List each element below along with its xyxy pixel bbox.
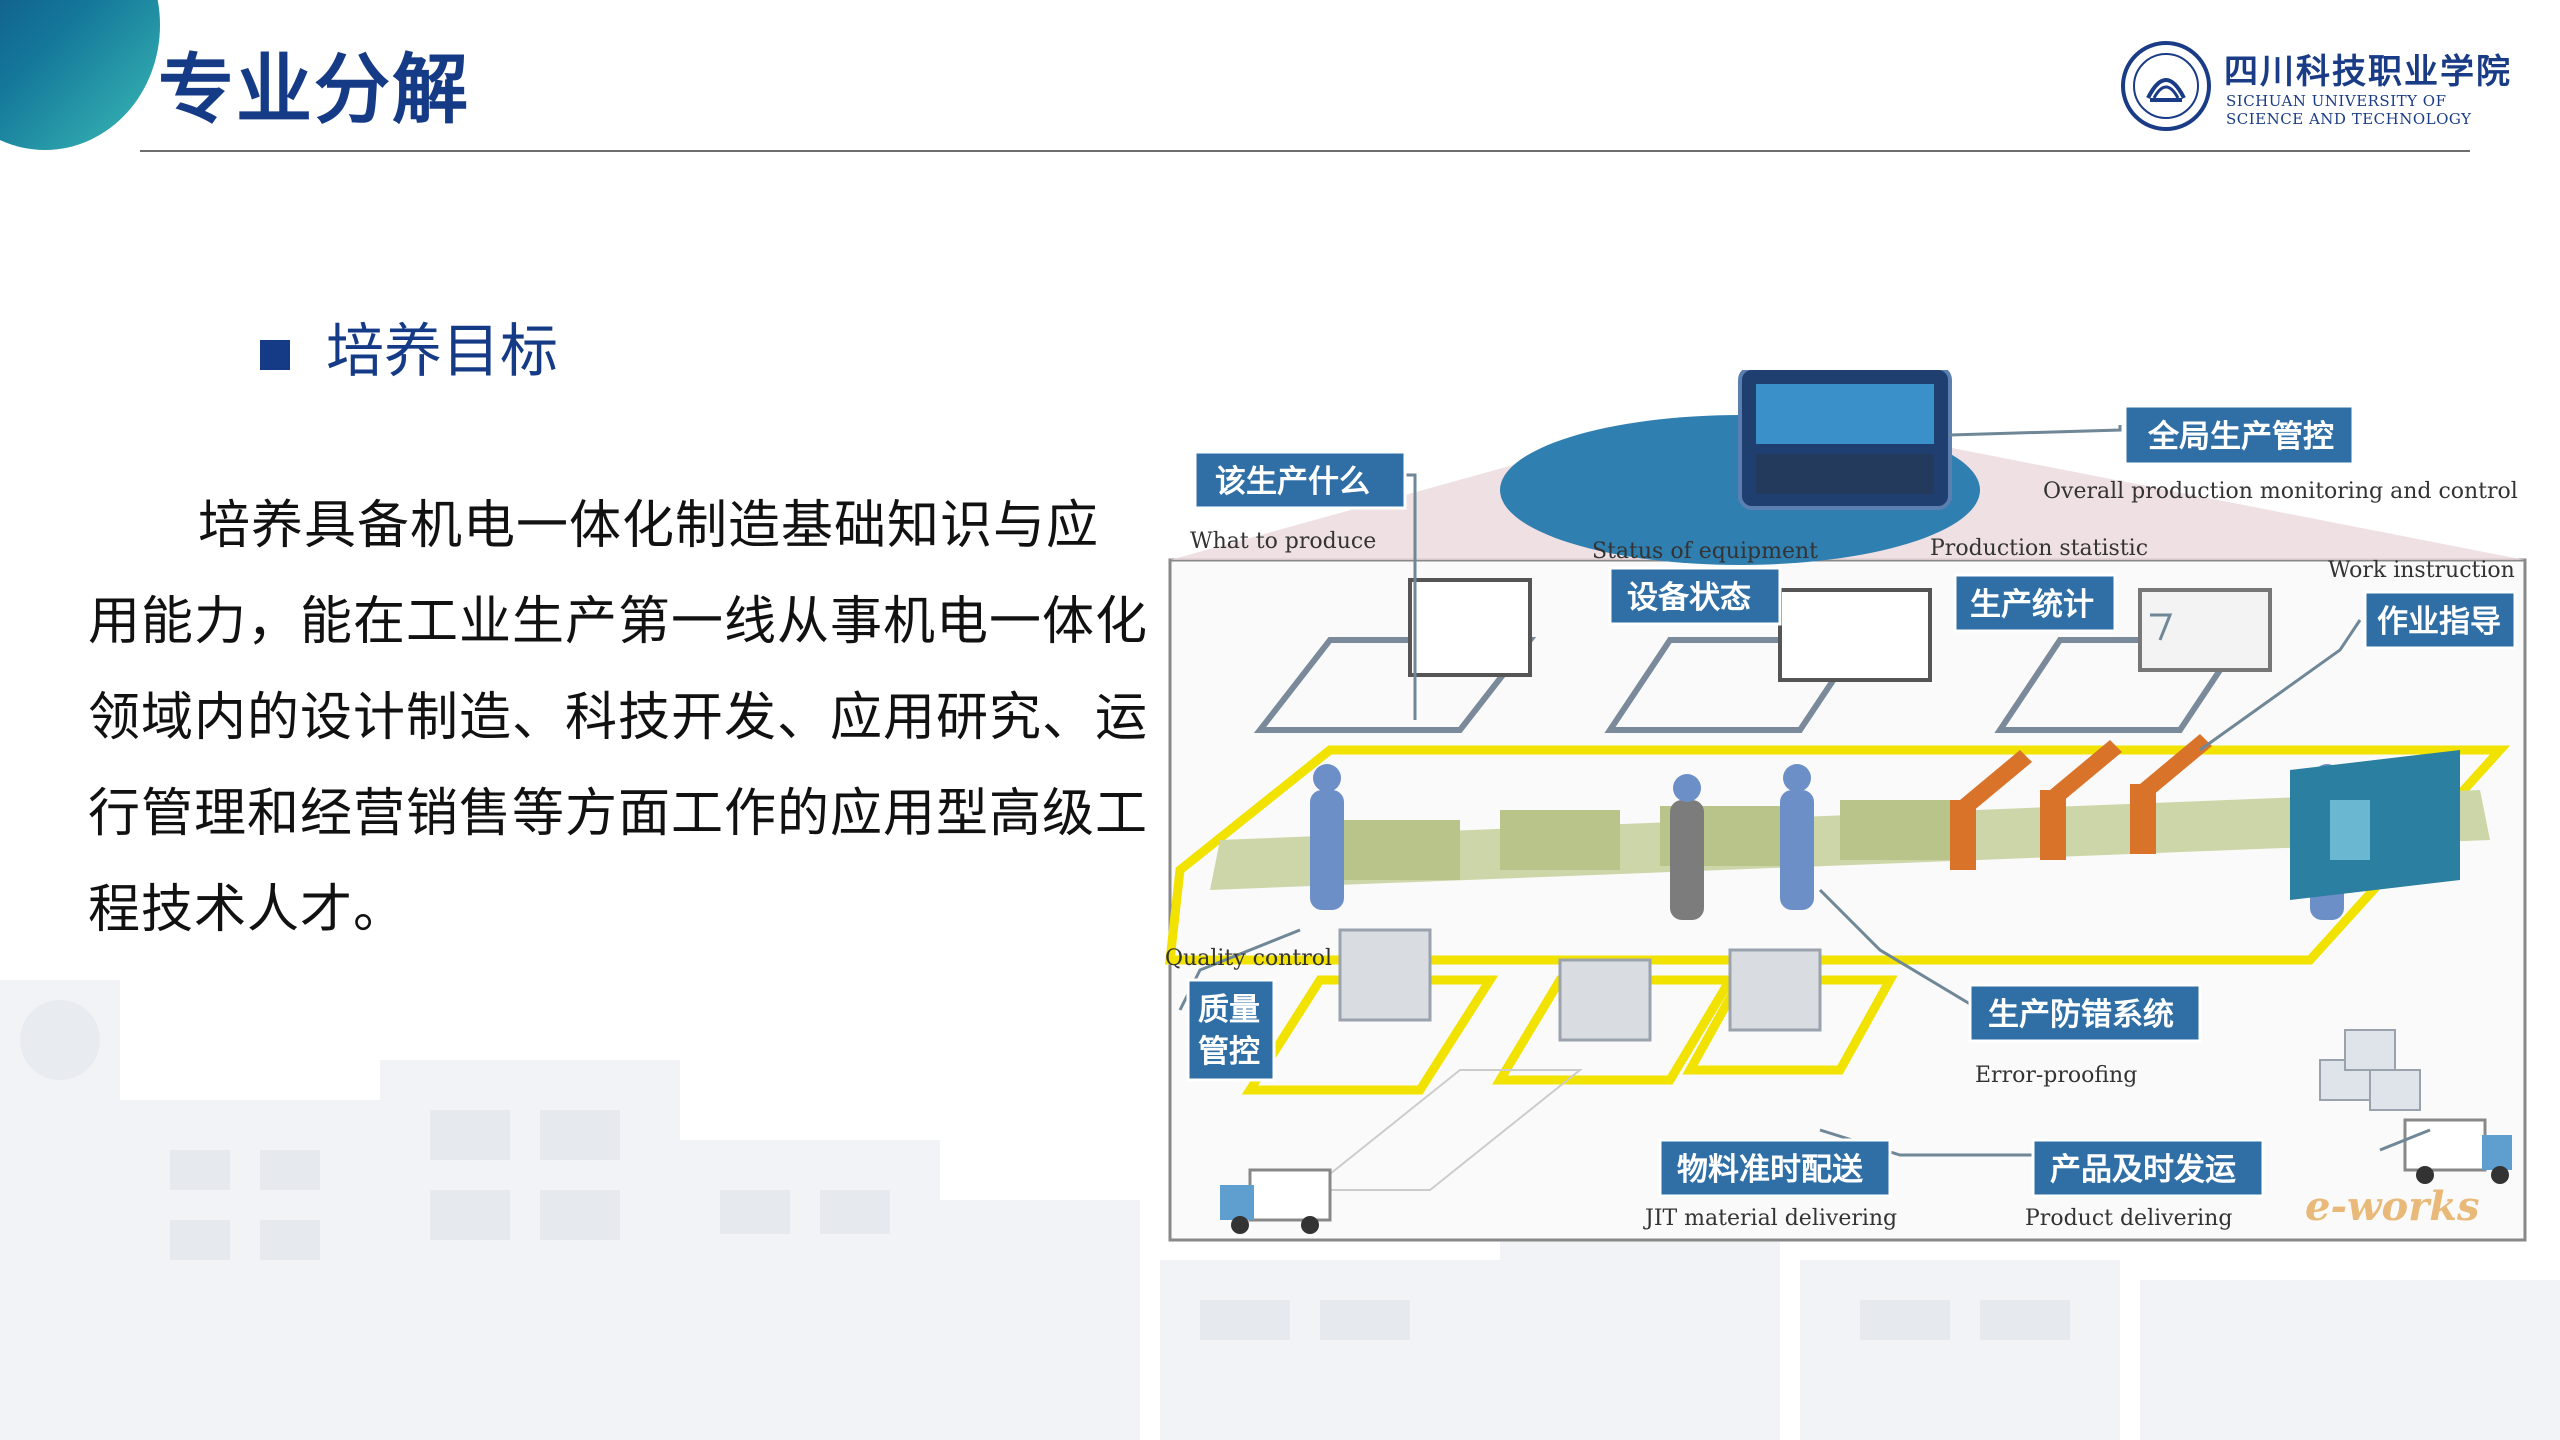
label-error-en: Error-proofing bbox=[1975, 1063, 2137, 1088]
university-logo: 四川科技职业学院 SICHUAN UNIVERSITY OF SCIENCE A… bbox=[2120, 38, 2510, 138]
training-goal-paragraph: 培养具备机电一体化制造基础知识与应用能力，能在工业生产第一线从事机电一体化领域内… bbox=[88, 496, 1149, 940]
university-name-en: SICHUAN UNIVERSITY OF SCIENCE AND TECHNO… bbox=[2226, 92, 2472, 128]
university-name-en-line1: SICHUAN UNIVERSITY OF bbox=[2226, 92, 2447, 110]
label-overall-control: 全局生产管控 Overall production monitoring and… bbox=[2043, 404, 2518, 504]
header-divider bbox=[140, 150, 2470, 152]
monitors bbox=[1408, 578, 2272, 682]
label-quality-cn-1: 质量 bbox=[1198, 992, 1260, 1028]
label-work-instruction: Work instruction 作业指导 bbox=[2328, 558, 2517, 650]
label-status-cn: 设备状态 bbox=[1627, 580, 1751, 616]
delivery-truck-left bbox=[1220, 1168, 1332, 1234]
label-stat-cn: 生产统计 bbox=[1970, 587, 2094, 623]
label-work-en: Work instruction bbox=[2328, 558, 2515, 583]
e-works-logo: e-works bbox=[2305, 1183, 2479, 1230]
label-overall-cn: 全局生产管控 bbox=[2147, 419, 2334, 455]
storage-rack bbox=[2290, 750, 2460, 900]
label-quality-control: Quality control 质量 管控 bbox=[1165, 946, 1332, 1082]
robot-arms bbox=[1950, 734, 2212, 870]
label-what-to-produce: 该生产什么 What to produce bbox=[1190, 450, 1407, 554]
label-work-cn: 作业指导 bbox=[2377, 604, 2501, 640]
label-overall-en: Overall production monitoring and contro… bbox=[2043, 479, 2518, 504]
label-production-statistic: Production statistic 生产统计 bbox=[1930, 536, 2148, 633]
material-carts bbox=[1338, 928, 1822, 1042]
control-room-screens bbox=[1756, 384, 1934, 444]
label-error-cn: 生产防错系统 bbox=[1988, 997, 2174, 1033]
label-equipment-status: Status of equipment 设备状态 bbox=[1592, 539, 1818, 626]
smart-factory-diagram: 该生产什么 What to produce 全局生产管控 Overall pro… bbox=[1160, 370, 2530, 1250]
university-name-cn: 四川科技职业学院 bbox=[2224, 52, 2512, 92]
label-product-en: Product delivering bbox=[2025, 1206, 2232, 1231]
product-boxes bbox=[2319, 1029, 2421, 1111]
factory-illustration: 该生产什么 What to produce 全局生产管控 Overall pro… bbox=[1164, 370, 2527, 1242]
page-title: 专业分解 bbox=[158, 45, 470, 134]
label-quality-en: Quality control bbox=[1165, 946, 1332, 971]
callout-lines bbox=[1178, 425, 2431, 1157]
section-heading: 培养目标 bbox=[326, 317, 559, 385]
label-jit-cn: 物料准时配送 bbox=[1677, 1152, 1863, 1188]
label-product-cn: 产品及时发运 bbox=[2050, 1152, 2236, 1188]
warehouse-grid bbox=[1307, 1069, 1583, 1191]
university-name-en-line2: SCIENCE AND TECHNOLOGY bbox=[2226, 110, 2472, 128]
university-emblem-icon bbox=[2121, 41, 2211, 131]
label-what-cn: 该生产什么 bbox=[1215, 464, 1370, 500]
label-jit-en: JIT material delivering bbox=[1643, 1206, 1897, 1231]
square-bullet-icon bbox=[260, 340, 290, 370]
label-error-proofing: 生产防错系统 Error-proofing bbox=[1968, 983, 2202, 1088]
control-room-desks bbox=[1756, 454, 1934, 494]
label-jit-delivery: 物料准时配送 JIT material delivering bbox=[1643, 1138, 1897, 1231]
label-product-delivery: 产品及时发运 Product delivering bbox=[2025, 1138, 2265, 1231]
label-what-en: What to produce bbox=[1190, 529, 1376, 554]
delivery-truck-right bbox=[2403, 1118, 2512, 1184]
label-stat-en: Production statistic bbox=[1930, 536, 2148, 561]
label-status-en: Status of equipment bbox=[1592, 539, 1818, 564]
label-quality-cn-2: 管控 bbox=[1198, 1034, 1260, 1070]
